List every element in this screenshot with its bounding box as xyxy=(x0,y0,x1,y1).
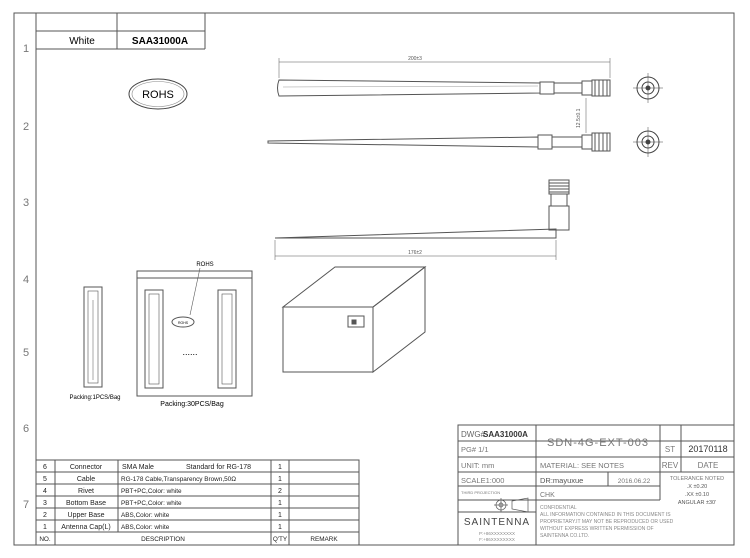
tb-unit: UNIT: mm xyxy=(461,461,494,470)
bom-row-qty: 1 xyxy=(278,524,282,531)
bom-table xyxy=(35,459,360,546)
connector-end-view-1 xyxy=(633,73,663,103)
tb-tol-3: ANGULAR ±30' xyxy=(678,500,716,506)
tb-chk: CHK xyxy=(540,492,555,499)
dim-diameter: 12.5±0.1 xyxy=(576,108,582,128)
zone-5: 5 xyxy=(23,347,29,359)
tb-drawing-no: SDN-4G-EXT-003 xyxy=(547,437,649,449)
tb-confidential-3: PROPRIETARY.IT MAY NOT BE REPRODUCED OR … xyxy=(540,519,674,525)
packing-rohs-label: ROHS xyxy=(196,262,213,268)
tb-tol-2: .XX ±0.10 xyxy=(685,492,709,498)
bom-row-name: Antenna Cap(L) xyxy=(61,524,110,531)
bom-row-name: Rivet xyxy=(78,488,94,495)
bom-row-no: 3 xyxy=(43,500,47,507)
bom-row-spec2: Standard for RG-178 xyxy=(186,464,251,471)
tb-material: MATERIAL: SEE NOTES xyxy=(540,461,624,470)
tb-dr-date: 2016.06.22 xyxy=(618,478,651,485)
bom-header-description: DESCRIPTION xyxy=(141,536,185,543)
packing-bag-caption: Packing:30PCS/Bag xyxy=(160,401,224,408)
bom-row-name: Cable xyxy=(77,476,95,483)
tb-tol-1: .X ±0.20 xyxy=(687,484,707,490)
bom-row-qty: 1 xyxy=(278,476,282,483)
third-projection-symbol xyxy=(494,497,529,513)
tb-projection: THIRD PROJECTION xyxy=(461,490,500,495)
rohs-badge-outline xyxy=(128,78,188,110)
bom-header-no: NO. xyxy=(39,536,51,543)
tb-date-code: 20170118 xyxy=(688,444,727,454)
bom-row-spec: RG-178 Cable,Transparency Brown,50Ω xyxy=(121,476,236,483)
tb-fax: F:+86XXXXXXXX xyxy=(479,537,515,542)
title-block-text: DWG# SAA31000A PG# 1/1 SDN-4G-EXT-003 ST… xyxy=(461,430,728,542)
bom-row-name: Upper Base xyxy=(68,512,105,519)
bom-row-spec: SMA Male xyxy=(122,464,154,471)
connector-end-view-2 xyxy=(633,127,663,157)
tb-date: DATE xyxy=(698,461,719,470)
bom-row-name: Bottom Base xyxy=(66,500,106,507)
bom-row-spec: ABS,Color: white xyxy=(121,512,170,519)
sheet-border xyxy=(13,12,735,546)
dim-length-top: 200±3 xyxy=(408,56,422,62)
bom-row-qty: 1 xyxy=(278,464,282,471)
tb-phone: P:+86XXXXXXXX xyxy=(479,531,515,536)
tb-pg: PG# 1/1 xyxy=(461,445,489,454)
tb-confidential-5: SAINTENNA CO.LTD. xyxy=(540,533,589,539)
tb-confidential-2: ALL INFORMATION CONTAINED IN THIS DOCUME… xyxy=(540,512,671,518)
tb-confidential-4: WITHOUT EXPRESS WRITTEN PERMISSION OF xyxy=(540,526,654,532)
carton-box xyxy=(281,265,427,374)
tb-company: SAINTENNA xyxy=(464,517,530,528)
bom-header-qty: Q'TY xyxy=(273,536,288,543)
dim-length-bottom: 176±2 xyxy=(408,250,422,256)
packing-bag-30 xyxy=(136,267,253,397)
bom-rows: 6 Connector SMA Male Standard for RG-178… xyxy=(39,464,338,543)
header-box: White SAA31000A xyxy=(36,13,206,50)
tb-dwg-value: SAA31000A xyxy=(483,430,528,439)
bom-row-no: 5 xyxy=(43,476,47,483)
tb-st: ST xyxy=(665,445,675,454)
tb-confidential-1: CONFIDENTIAL xyxy=(540,505,577,511)
rohs-badge: ROHS xyxy=(142,89,174,101)
bom-row-spec: ABS,Color: white xyxy=(121,524,170,531)
bom-row-spec: PBT+PC,Color: white xyxy=(121,500,182,507)
packing-single-bag xyxy=(83,286,103,388)
title-block-grid xyxy=(457,424,735,546)
packing-dots: ...... xyxy=(182,347,197,357)
bom-header-remark: REMARK xyxy=(310,536,338,543)
bom-row-qty: 1 xyxy=(278,512,282,519)
zone-2: 2 xyxy=(23,121,29,133)
tb-scale: SCALE1:000 xyxy=(461,476,504,485)
bom-row-spec: PBT+PC,Color: white xyxy=(121,488,182,495)
bom-row-no: 6 xyxy=(43,464,47,471)
zone-1: 1 xyxy=(23,43,29,55)
zone-3: 3 xyxy=(23,197,29,209)
packing-rohs-small: ROHS xyxy=(178,321,189,325)
rohs-badge-inner xyxy=(131,81,185,107)
header-part-no: SAA31000A xyxy=(132,36,188,47)
antenna-view-straight xyxy=(277,58,611,97)
tb-rev: REV xyxy=(662,461,679,470)
bom-row-name: Connector xyxy=(70,464,103,471)
zone-7: 7 xyxy=(23,499,29,511)
bom-row-no: 1 xyxy=(43,524,47,531)
bom-row-qty: 2 xyxy=(278,488,282,495)
antenna-view-side xyxy=(267,98,611,152)
tb-dwg-label: DWG# xyxy=(461,430,486,439)
tb-dr: DR:mayuxue xyxy=(540,476,583,485)
zone-numbers: 1 2 3 4 5 6 7 xyxy=(23,43,29,511)
bom-row-no: 2 xyxy=(43,512,47,519)
header-color: White xyxy=(69,36,95,47)
antenna-view-bent xyxy=(274,179,570,260)
bom-row-no: 4 xyxy=(43,488,47,495)
bom-row-qty: 1 xyxy=(278,500,282,507)
tb-tol-title: TOLERANCE NOTED xyxy=(670,476,724,482)
zone-6: 6 xyxy=(23,423,29,435)
zone-4: 4 xyxy=(23,274,29,286)
packing-single-caption: Packing:1PCS/Bag xyxy=(69,395,120,401)
